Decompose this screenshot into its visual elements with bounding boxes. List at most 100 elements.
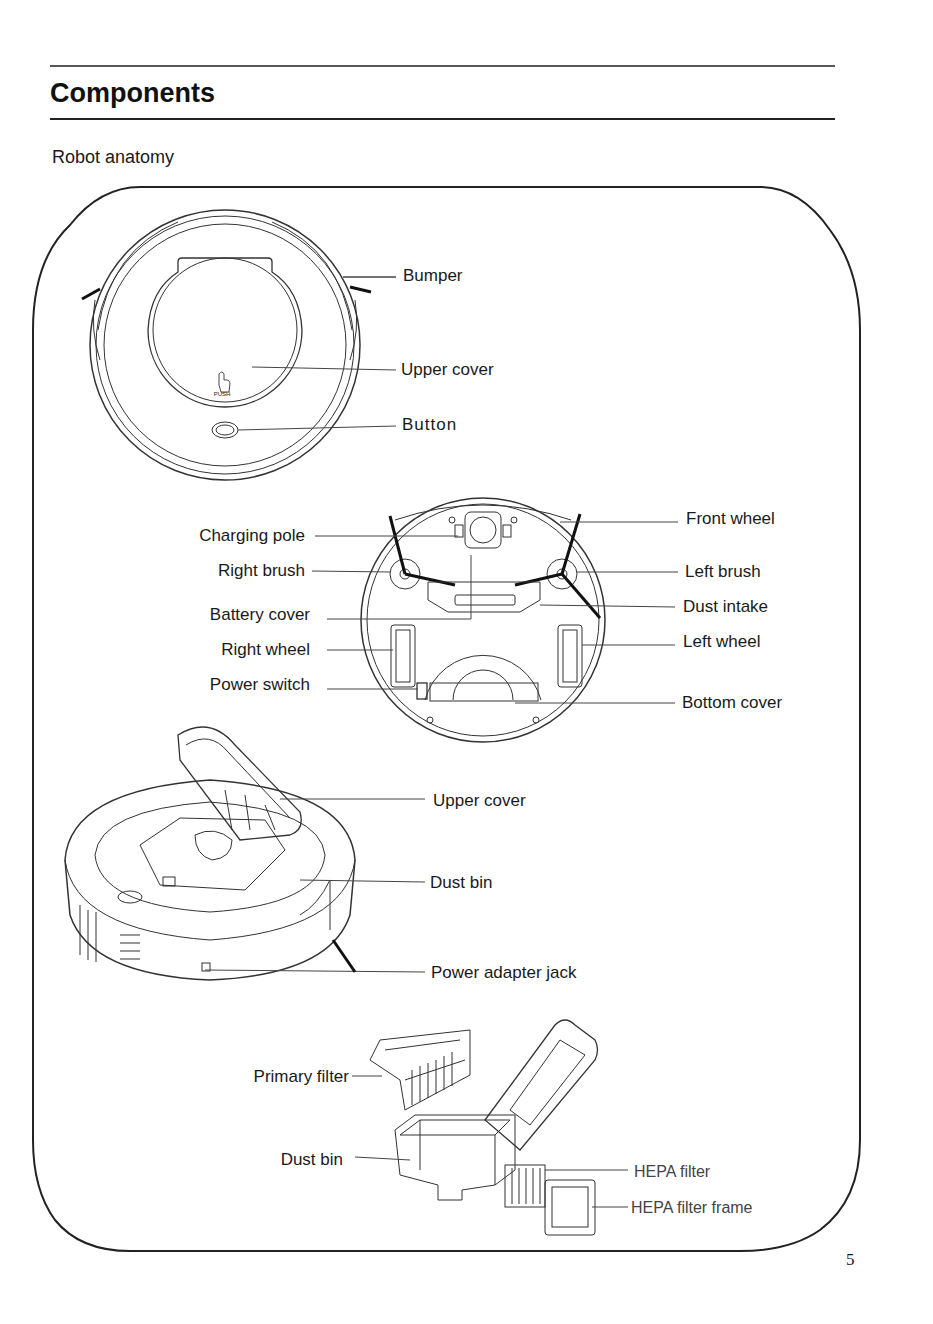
dust-bin-parts [545, 1180, 595, 1235]
robot-top-view [350, 287, 371, 292]
leader-line [280, 799, 425, 800]
part-name: Button [402, 415, 457, 435]
robot-top-view [90, 210, 360, 480]
leader-line [312, 571, 390, 572]
robot-top-view [350, 300, 357, 360]
leader-line [333, 940, 355, 972]
part-name: Front wheel [686, 509, 775, 529]
leader-line [252, 367, 396, 370]
leader-line [327, 650, 393, 651]
robot-bottom-view [391, 625, 415, 687]
leader-line [355, 1157, 410, 1160]
robot-bottom-view [417, 683, 427, 699]
robot-perspective-view [195, 831, 232, 860]
robot-top-view [104, 224, 346, 466]
robot-perspective-view [118, 891, 142, 903]
part-name: Right wheel [221, 640, 310, 660]
robot-top-view [82, 289, 100, 299]
part-name: Charging pole [199, 526, 305, 546]
robot-bottom-view [361, 498, 605, 742]
robot-bottom-view [563, 630, 577, 682]
leader-line [582, 645, 675, 646]
robot-bottom-view [455, 525, 463, 537]
part-name: Right brush [218, 561, 305, 581]
robot-bottom-view [470, 517, 496, 543]
robot-top-view [98, 222, 178, 330]
dust-bin-parts [552, 1187, 588, 1227]
dust-bin-parts [485, 1020, 598, 1150]
robot-bottom-view [427, 717, 433, 723]
robot-bottom-view [511, 517, 517, 523]
part-name: Bumper [403, 266, 463, 286]
robot-bottom-view [503, 525, 511, 537]
part-name: Battery cover [210, 605, 310, 625]
header-rule [50, 118, 835, 120]
part-name: Left wheel [683, 632, 761, 652]
robot-top-view [96, 216, 354, 474]
robot-perspective-view [65, 860, 355, 940]
robot-perspective-view [65, 727, 355, 980]
leader-line [300, 880, 425, 882]
leader-line [327, 619, 471, 620]
robot-perspective-view [95, 802, 325, 912]
leader-line [515, 703, 675, 704]
part-name: Upper cover [433, 791, 526, 811]
leader-line [343, 276, 396, 278]
frame-outline [33, 187, 860, 1251]
robot-bottom-view [390, 516, 405, 574]
robot-bottom-view [533, 717, 539, 723]
part-name: Dust intake [683, 597, 768, 617]
dust-bin-parts [510, 1040, 585, 1125]
robot-bottom-view [428, 582, 540, 612]
leader-line [352, 1076, 382, 1077]
leader-line [592, 1207, 628, 1208]
dust-bin-parts [370, 1030, 470, 1110]
robot-bottom-view [430, 683, 538, 701]
robot-perspective-view [80, 905, 96, 962]
robot-bottom-view [558, 625, 582, 687]
page-number: 5 [846, 1250, 855, 1270]
part-name: HEPA filter frame [631, 1199, 753, 1217]
robot-bottom-view [396, 630, 410, 682]
dust-bin-parts [385, 1040, 465, 1080]
leader-line [205, 277, 678, 1207]
dust-bin-parts [370, 1020, 598, 1235]
robot-bottom-view [562, 574, 600, 618]
dust-bin-parts [412, 1052, 452, 1105]
part-name: Power switch [210, 675, 310, 695]
robot-bottom-view [405, 574, 455, 585]
robot-perspective-view [163, 877, 175, 886]
robot-bottom-view [515, 574, 562, 585]
robot-perspective-view [178, 727, 301, 840]
leader-line [540, 605, 675, 607]
robot-bottom-view [455, 595, 515, 605]
part-name: Upper cover [401, 360, 494, 380]
robot-bottom-view [449, 517, 455, 523]
frame-outline [33, 187, 860, 1251]
dust-bin-parts [495, 1135, 496, 1185]
robot-top-view [153, 258, 297, 402]
robot-bottom-view [465, 512, 501, 548]
robot-top-view [219, 372, 230, 392]
part-name: Dust bin [430, 873, 492, 893]
robot-perspective-view [120, 935, 140, 959]
robot-perspective-view [300, 880, 330, 930]
robot-bottom-view [361, 498, 605, 742]
robot-top-view [82, 210, 371, 480]
robot-perspective-view [140, 818, 285, 890]
leader-line [560, 522, 678, 523]
robot-bottom-view [562, 514, 580, 574]
leader-line [471, 555, 472, 619]
button-marking: PUSH [214, 391, 231, 398]
section-heading: Robot anatomy [52, 147, 174, 168]
leader-line [315, 536, 458, 537]
robot-top-view [212, 422, 238, 438]
robot-perspective-view [186, 739, 290, 818]
part-name: Bottom cover [682, 693, 782, 713]
part-name: HEPA filter [634, 1163, 710, 1181]
part-name: Dust bin [281, 1150, 343, 1170]
robot-perspective-view [225, 790, 275, 830]
page-title: Components [50, 78, 215, 109]
robot-top-view [272, 222, 352, 330]
